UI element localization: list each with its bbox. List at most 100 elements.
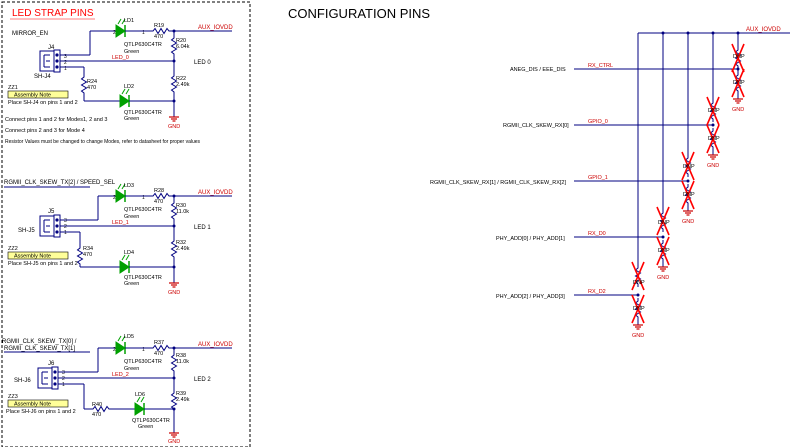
pin-3: 3 xyxy=(62,370,65,376)
signal-label-1: RGMII_CLK_SKEW_TX[0] / xyxy=(2,339,77,345)
gnd-symbol xyxy=(168,427,180,438)
junction xyxy=(172,99,176,103)
sh-label: SH-J4 xyxy=(34,74,51,80)
resistor-r28 xyxy=(149,193,173,199)
r-bot-val: 2.49k xyxy=(176,397,190,403)
led-block-2: RGMII_CLK_SKEW_TX[2] / SPEED_SEL J5 SH-J… xyxy=(4,180,233,296)
led-label: LED 2 xyxy=(194,377,211,383)
junction xyxy=(172,59,176,63)
r-bot-ref: R39 xyxy=(176,391,186,397)
assembly-note-box xyxy=(7,399,69,408)
led-top-ref: LD3 xyxy=(124,183,134,189)
config-row-net: GPIO_0 xyxy=(588,119,608,125)
gnd-label: GND xyxy=(168,124,180,130)
gnd-symbol xyxy=(168,111,180,122)
led-bot-color: Green xyxy=(138,424,153,430)
pin-label: 1 xyxy=(142,195,145,201)
assembly-note-text: Place SH-J4 on pins 1 and 2 xyxy=(8,100,78,106)
junction xyxy=(172,224,176,228)
led-net-label: LED_0 xyxy=(112,55,129,61)
pin-label: 1 xyxy=(142,347,145,353)
pin-2: 2 xyxy=(62,376,65,382)
pin-label: 2 xyxy=(113,195,116,201)
r-bot-ref: R22 xyxy=(176,76,186,82)
header-ref: J4 xyxy=(48,45,55,51)
led-top-ref: LD5 xyxy=(124,334,134,340)
config-row-net: GPIO_1 xyxy=(588,175,608,181)
r-top-ref: R19 xyxy=(154,23,164,29)
gnd-label: GND xyxy=(632,333,644,339)
assembly-note-box xyxy=(7,90,69,99)
r-left-val: 470 xyxy=(92,412,101,418)
assembly-note-title: Assembly Note xyxy=(14,93,51,99)
connect-note-1: Connect pins 1 and 2 for Modes1, 2 and 3 xyxy=(5,117,107,123)
r-mid-val: 11.0k xyxy=(176,359,189,365)
dnp-label: DNP xyxy=(658,248,670,254)
gnd-symbol xyxy=(632,319,644,330)
mirror-en-label: MIRROR_EN xyxy=(12,31,48,37)
led-bot-ref: LD2 xyxy=(124,84,134,90)
led-bot-ref: LD4 xyxy=(124,250,134,256)
config-title: CONFIGURATION PINS xyxy=(288,6,430,21)
r-left-ref: R34 xyxy=(83,246,93,252)
gnd-symbol xyxy=(682,205,694,216)
config-row-net: RX_D2 xyxy=(588,289,606,295)
led-top-part: QTLP630C4TR xyxy=(124,207,162,213)
r-top-val: 470 xyxy=(154,351,163,357)
resistor-r24 xyxy=(81,73,87,97)
config-pins-section: AUX_IOVDD ANEG_DIS / EEE_DIS RX_CTRL DNP… xyxy=(430,27,790,339)
aux-net-label: AUX_IOVDD xyxy=(198,25,233,31)
assembly-note-title: Assembly Note xyxy=(14,254,51,260)
dnp-label: DNP xyxy=(633,280,645,286)
config-row-label: PHY_ADD[0] / PHY_ADD[1] xyxy=(496,236,565,242)
assembly-note-text: Place SH-J5 on pins 1 and 2 xyxy=(8,261,78,267)
r-bot-val: 2.49k xyxy=(176,246,190,252)
config-row-net: RX_D0 xyxy=(588,231,606,237)
led-ld6 xyxy=(134,396,145,416)
pin-label: 1 xyxy=(142,30,145,36)
dnp-label: DNP xyxy=(683,164,695,170)
signal-label: RGMII_CLK_SKEW_TX[2] / SPEED_SEL xyxy=(4,180,116,186)
led-bot-part: QTLP630C4TR xyxy=(124,110,162,116)
junction xyxy=(661,235,665,239)
dnp-label: DNP xyxy=(683,192,695,198)
assembly-note-text: Place SH-J6 on pins 1 and 2 xyxy=(6,409,76,415)
pin-3: 3 xyxy=(64,54,67,60)
dnp-label: DNP xyxy=(708,108,720,114)
gnd-symbol xyxy=(168,277,180,288)
junction xyxy=(636,293,640,297)
gnd-label: GND xyxy=(168,290,180,296)
aux-net-label: AUX_IOVDD xyxy=(198,342,233,348)
gnd-label: GND xyxy=(682,219,694,225)
zz-ref: ZZ1 xyxy=(8,85,18,91)
dnp-label: DNP xyxy=(708,136,720,142)
dnp-label: DNP xyxy=(733,54,745,60)
pin-3: 3 xyxy=(64,218,67,224)
junction xyxy=(172,407,176,411)
r-left-val: 470 xyxy=(87,85,96,91)
r-bot-val: 2.49k xyxy=(176,82,190,88)
led-top-color: Green xyxy=(124,214,139,220)
zz-ref: ZZ2 xyxy=(8,246,18,252)
led-top-part: QTLP630C4TR xyxy=(124,42,162,48)
aux-net-label: AUX_IOVDD xyxy=(746,27,781,33)
pin-2: 2 xyxy=(64,60,67,66)
header-ref: J5 xyxy=(48,209,55,215)
config-row-net: RX_CTRL xyxy=(588,63,613,69)
gnd-label: GND xyxy=(168,439,180,445)
r-left-val: 470 xyxy=(83,252,92,258)
led-strap-title: LED STRAP PINS xyxy=(12,8,94,19)
junction xyxy=(736,31,740,35)
led-bot-ref: LD6 xyxy=(135,392,145,398)
r-left-ref: R40 xyxy=(92,402,102,408)
junction xyxy=(686,31,690,35)
gnd-label: GND xyxy=(657,275,669,281)
resistor-r37 xyxy=(149,345,173,351)
config-row-label: ANEG_DIS / EEE_DIS xyxy=(510,67,566,73)
junction xyxy=(172,376,176,380)
resistor-note: Resistor Values must be changed to chang… xyxy=(5,139,201,145)
junction xyxy=(686,179,690,183)
dnp-label: DNP xyxy=(658,220,670,226)
led-net-label: LED_1 xyxy=(112,220,129,226)
